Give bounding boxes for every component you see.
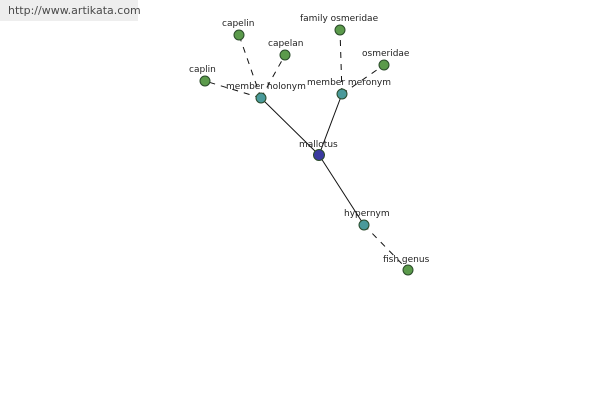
edge-member-holonym-capelan	[260, 54, 286, 99]
node-label-capelan[interactable]: capelan	[268, 39, 303, 49]
node-hypernym[interactable]	[358, 219, 370, 231]
node-label-osmeridae[interactable]: osmeridae	[362, 49, 410, 59]
edge-hypernym-fish-genus	[363, 224, 409, 271]
node-label-mallotus[interactable]: mallotus	[299, 140, 338, 150]
edge-member-meronym-family-osmeridae	[339, 29, 343, 95]
node-label-hypernym[interactable]: hypernym	[344, 209, 390, 219]
node-label-member-meronym[interactable]: member meronym	[307, 78, 391, 88]
node-member-meronym[interactable]	[336, 88, 348, 100]
node-label-family-osmeridae[interactable]: family osmeridae	[300, 14, 379, 24]
node-caplin[interactable]	[199, 75, 211, 87]
node-capelan[interactable]	[279, 49, 291, 61]
url-banner: http://www.artikata.com	[0, 0, 141, 21]
nodes-layer	[199, 24, 414, 276]
node-label-member-holonym[interactable]: member holonym	[226, 82, 306, 92]
node-mallotus[interactable]	[313, 149, 325, 161]
node-capelin[interactable]	[233, 29, 245, 41]
edge-mallotus-member-meronym	[318, 93, 343, 156]
node-label-caplin[interactable]: caplin	[189, 65, 216, 75]
node-label-fish-genus[interactable]: fish genus	[383, 255, 430, 265]
node-osmeridae[interactable]	[378, 59, 390, 71]
node-label-capelin[interactable]: capelin	[222, 19, 254, 29]
site-url[interactable]: http://www.artikata.com	[8, 4, 141, 17]
node-member-holonym[interactable]	[255, 92, 267, 104]
edge-member-meronym-osmeridae	[341, 64, 385, 95]
edge-mallotus-member-holonym	[260, 97, 320, 156]
node-fish-genus[interactable]	[402, 264, 414, 276]
edges-layer	[204, 29, 409, 271]
edge-member-holonym-caplin	[204, 80, 262, 99]
node-family-osmeridae[interactable]	[334, 24, 346, 36]
edge-mallotus-hypernym	[318, 154, 365, 226]
